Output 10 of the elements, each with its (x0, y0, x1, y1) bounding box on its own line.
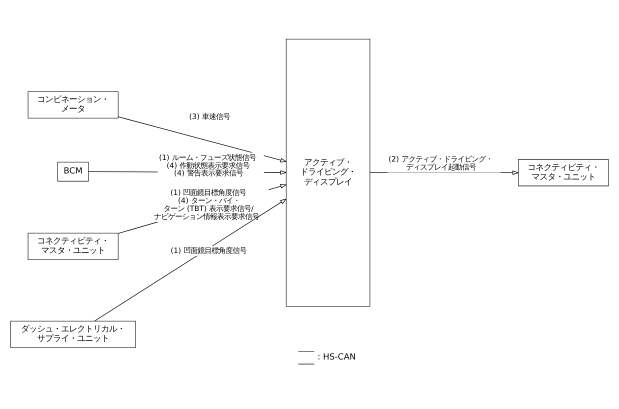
node-box: コンビネーション・メータ (28, 91, 118, 118)
arrow (370, 170, 520, 175)
node-box: コネクティビティ・マスタ・ユニット (518, 159, 609, 186)
arrow (118, 116, 287, 162)
node-box: コネクティビティ・マスタ・ユニット (28, 232, 118, 260)
node-box: BCM (57, 162, 89, 182)
node-box: アクティブ・ドライビング・ディスプレイ (286, 38, 370, 307)
node-box: ダッシュ・エレクトリカル・サプライ・ユニット (10, 320, 136, 348)
arrow (94, 198, 287, 322)
legend-label: : HS-CAN (317, 352, 356, 362)
